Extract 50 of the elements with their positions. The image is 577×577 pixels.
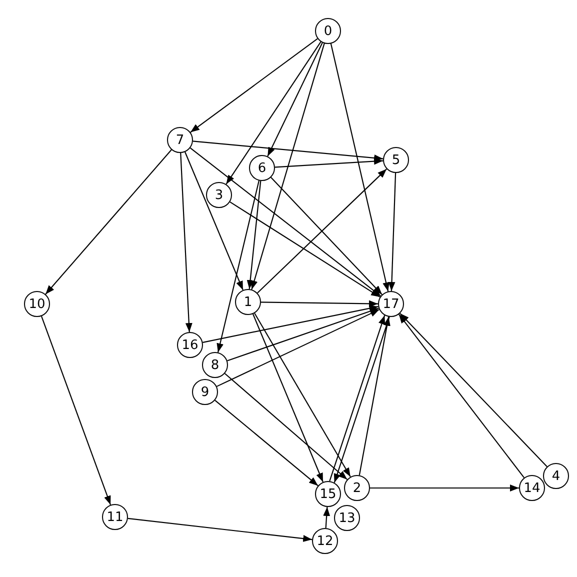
graph-node: 9 <box>192 379 218 405</box>
arrow <box>128 518 312 542</box>
arrow <box>227 308 379 362</box>
arrow <box>330 44 390 292</box>
arrow <box>254 312 351 478</box>
arrow <box>267 42 323 157</box>
arrow <box>226 42 322 184</box>
arrow <box>400 313 548 467</box>
arrow <box>45 149 172 295</box>
arrow <box>190 148 382 296</box>
graph-node: 4 <box>543 463 569 489</box>
arrow <box>274 158 384 168</box>
arrow <box>184 152 244 290</box>
arrow <box>246 180 262 290</box>
graph-node: 12 <box>312 528 338 554</box>
arrow <box>40 316 112 505</box>
graph-node: 13 <box>334 505 360 531</box>
graph-node: 0 <box>315 18 341 44</box>
arrow <box>257 168 387 294</box>
arrow <box>190 38 318 133</box>
graph-node: 17 <box>378 291 404 317</box>
graph-node: 14 <box>519 475 545 501</box>
arrow <box>323 506 330 528</box>
arrow <box>250 43 325 290</box>
graph-node: 15 <box>315 481 341 507</box>
graph-node: 3 <box>206 182 232 208</box>
arrow <box>192 140 384 162</box>
arrow <box>230 202 380 298</box>
graph-node: 1 <box>235 289 261 315</box>
arrow <box>202 304 378 343</box>
graph-node: 10 <box>24 291 50 317</box>
arrow <box>370 484 519 492</box>
arrow <box>388 172 396 292</box>
arrow <box>180 152 192 332</box>
graph-node: 2 <box>344 475 370 501</box>
graph-node: 11 <box>102 504 128 530</box>
arrow <box>358 316 390 476</box>
graph-node: 7 <box>167 127 193 153</box>
arrow <box>398 314 525 478</box>
graph-node: 5 <box>383 147 409 173</box>
arrow <box>270 177 382 295</box>
arrow <box>252 314 324 482</box>
arrow <box>224 373 348 480</box>
graph-node: 16 <box>177 332 203 358</box>
graph-node: 8 <box>202 352 228 378</box>
arrow <box>216 309 380 387</box>
arrow <box>261 300 378 308</box>
arrow <box>214 400 318 486</box>
graph-node: 6 <box>249 155 275 181</box>
arrow <box>216 180 260 352</box>
